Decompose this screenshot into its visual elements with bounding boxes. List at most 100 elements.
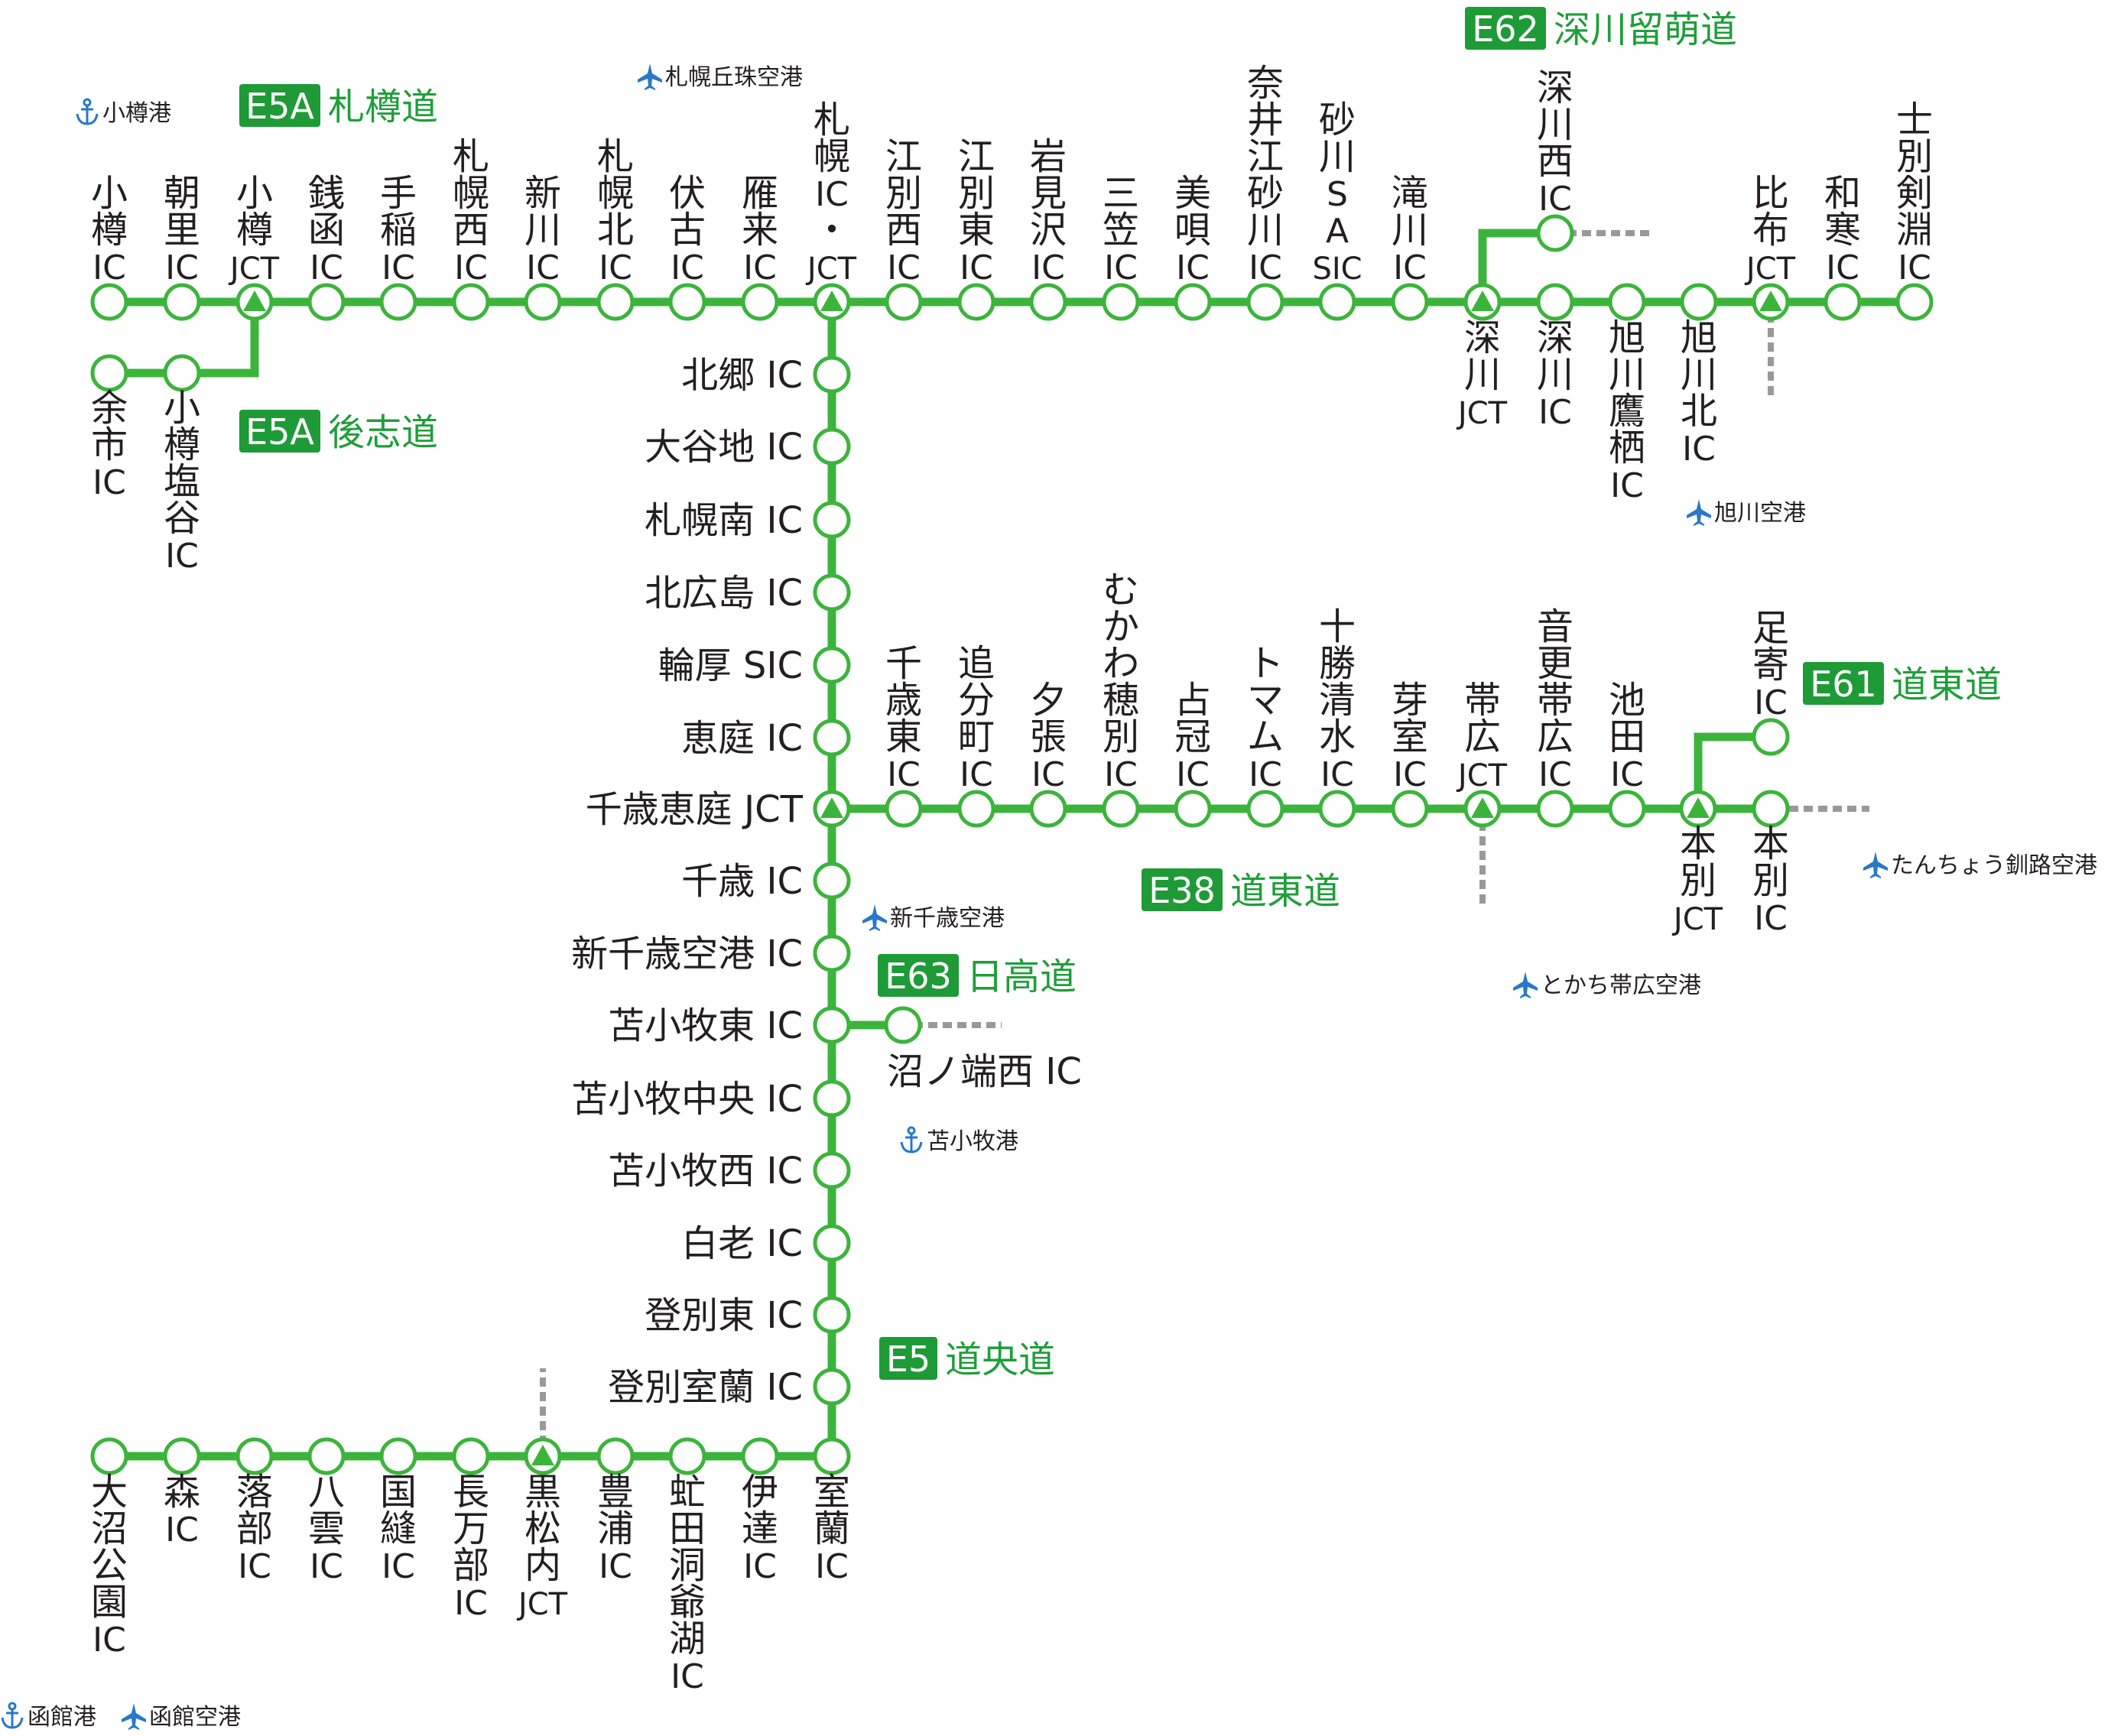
fukagawa-rumoi-line xyxy=(1478,229,1555,302)
interchange-iwamizawa-ic xyxy=(1029,283,1067,321)
poi-label: たんちょう釧路空港 xyxy=(1891,852,2097,879)
junction-otaru-jct xyxy=(235,283,274,321)
interchange-noboribetsu-higashi-ic xyxy=(813,1296,851,1334)
interchange-asahikawa-kita-ic xyxy=(1680,283,1718,321)
interchange-tomamu-ic xyxy=(1246,790,1284,828)
interchange-ashoro-ic xyxy=(1752,718,1790,756)
junction-fukagawa-jct xyxy=(1463,283,1502,321)
poi-hakodate-airport: 函館空港 xyxy=(122,1703,241,1731)
label-noboribetsu_muroran_ic: 登別室蘭 IC xyxy=(608,1366,803,1409)
anchor-icon xyxy=(1,1702,24,1729)
route-name: 札樽道 xyxy=(328,86,438,128)
poi-kushiro-airport: たんちょう釧路空港 xyxy=(1863,852,2097,879)
route-code: E61 xyxy=(1810,664,1877,705)
interchange-yakumo-ic xyxy=(307,1437,346,1475)
junction-obihiro-jct xyxy=(1463,790,1502,828)
poi-label: 苫小牧港 xyxy=(927,1128,1018,1155)
connector-stubs xyxy=(540,230,1869,1445)
interchange-memuro-ic xyxy=(1391,790,1429,828)
interchange-shibetsu-kembuchi-ic xyxy=(1895,283,1934,321)
interchange-yubari-ic xyxy=(1029,790,1067,828)
interchange-fushiko-ic xyxy=(668,283,706,321)
interchange-tomakomai-nishi-ic xyxy=(813,1151,851,1189)
junction-pippu-jct xyxy=(1752,283,1790,321)
interchange-tokachi-shimizu-ic xyxy=(1318,790,1356,828)
label-eniwa_ic: 恵庭 IC xyxy=(681,717,803,760)
poi-label: 札幌丘珠空港 xyxy=(665,64,803,91)
airplane-icon xyxy=(1513,972,1538,998)
interchange-shinkawa-ic xyxy=(524,283,562,321)
interchange-otaru-shioya-ic xyxy=(163,354,201,392)
route-name: 道東道 xyxy=(1892,664,2002,706)
interchange-kitahiroshima-ic xyxy=(813,573,851,612)
label-sapporo_minami_ic: 札幌南 IC xyxy=(645,499,803,542)
interchange-new-chitose-airport-ic xyxy=(813,934,851,972)
airplane-icon xyxy=(638,63,662,90)
label-wattsu_sic: 輪厚 SIC xyxy=(658,644,803,687)
interchange-mukawa-hobetsu-ic xyxy=(1102,790,1140,828)
interchange-teine-ic xyxy=(379,283,417,321)
junction-sapporo-jct xyxy=(813,283,851,321)
interchange-sunagawa-sasic xyxy=(1318,283,1356,321)
poi-label: とかち帯広空港 xyxy=(1541,972,1701,999)
poi-label: 函館港 xyxy=(28,1704,96,1731)
interchange-muroran-ic xyxy=(813,1437,851,1475)
interchange-chitose-higashi-ic xyxy=(885,790,923,828)
interchange-eniwa-ic xyxy=(813,719,851,757)
label-numanohata_nishi_ic: 沼ノ端西 IC xyxy=(887,1050,1082,1093)
interchange-noboribetsu-muroran-ic xyxy=(813,1368,851,1406)
route-code: E38 xyxy=(1148,870,1216,911)
interchange-takikawa-ic xyxy=(1391,283,1429,321)
poi-label: 小樽港 xyxy=(102,100,171,127)
route-badge-e61: E61 道東道 xyxy=(1803,662,2002,706)
airplane-icon xyxy=(1863,852,1888,878)
shiribeshi-line xyxy=(109,302,259,378)
poi-obihiro-airport: とかち帯広空港 xyxy=(1513,972,1701,999)
interchange-numanohata-nishi-ic xyxy=(884,1006,922,1044)
interchange-shiraoi-ic xyxy=(813,1224,851,1262)
route-name: 深川留萌道 xyxy=(1554,8,1737,51)
interchange-date-ic xyxy=(741,1437,779,1475)
poi-new-chitose-airport: 新千歳空港 xyxy=(862,904,1005,932)
junction-kuromatsunai-jct xyxy=(524,1437,562,1475)
interchange-shimukappu-ic xyxy=(1174,790,1212,828)
doto-ashoro-line xyxy=(1694,732,1771,809)
interchange-zenibako-ic xyxy=(307,283,346,321)
route-name: 後志道 xyxy=(328,411,438,454)
